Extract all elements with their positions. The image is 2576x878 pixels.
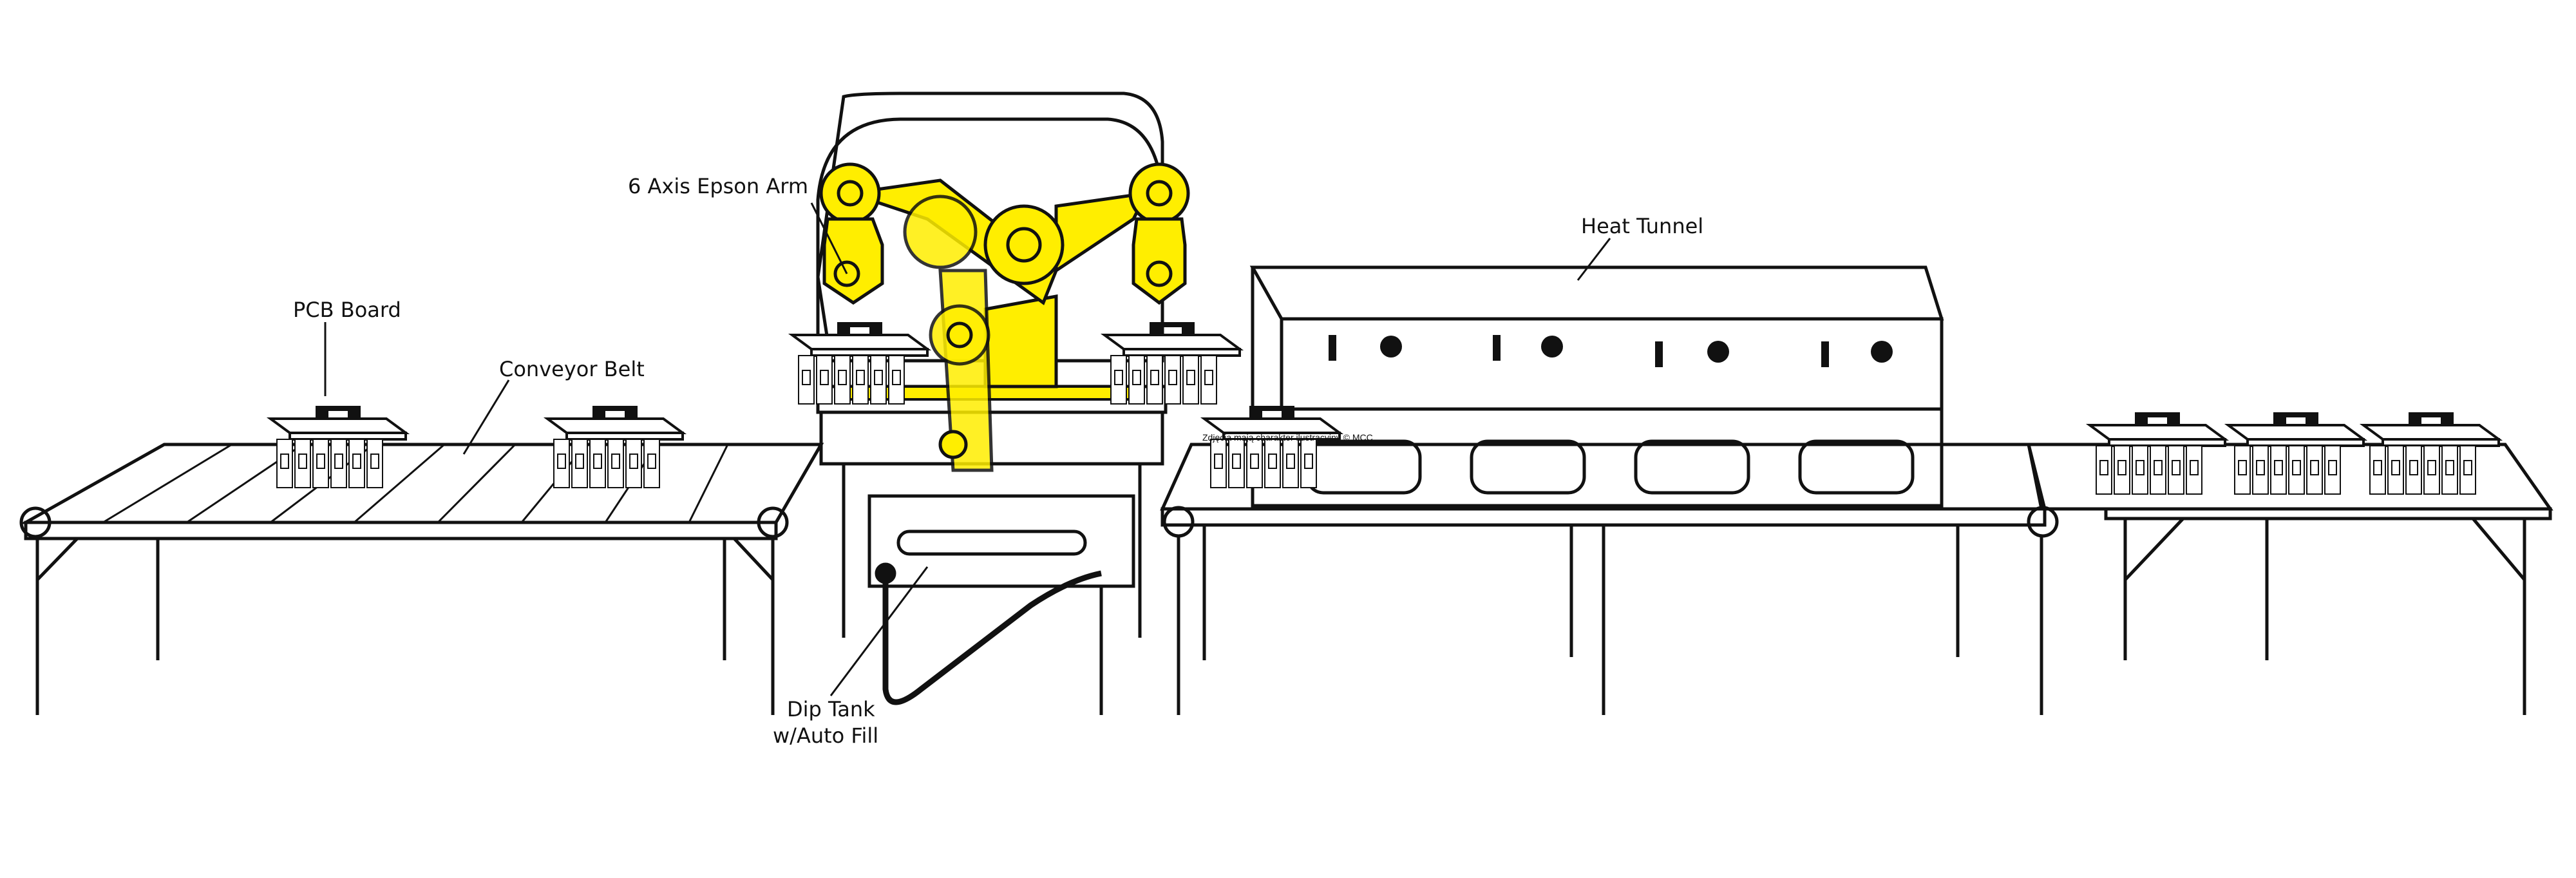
label-robot-arm: 6 Axis Epson Arm xyxy=(628,174,808,198)
image-caption: Zdjęcia mają charakter ilustracyjny © MC… xyxy=(1202,432,1373,443)
roller-icon xyxy=(2027,506,2059,538)
dip-tank xyxy=(842,464,1142,715)
pcb-board xyxy=(1203,405,1341,489)
label-heat-tunnel: Heat Tunnel xyxy=(1581,214,1703,238)
heat-tunnel: Zdjęcia mają charakter ilustracyjny © MC… xyxy=(1160,265,2059,715)
roller-icon xyxy=(1162,506,1195,538)
pcb-board xyxy=(2088,411,2226,495)
roller-icon xyxy=(757,506,789,539)
pcb-board xyxy=(1103,321,1241,405)
label-pcb-board: PCB Board xyxy=(293,298,401,322)
robot-cell xyxy=(791,91,1241,715)
robot-arm xyxy=(819,162,1190,472)
label-dip-tank: Dip Tank xyxy=(787,697,875,721)
roller-icon xyxy=(19,506,52,539)
pcb-board xyxy=(546,405,684,489)
pcb-board xyxy=(2227,411,2365,495)
label-auto-fill: w/Auto Fill xyxy=(773,723,878,748)
label-conveyor-belt: Conveyor Belt xyxy=(499,357,645,381)
left-conveyor-belt xyxy=(19,405,824,715)
pcb-board xyxy=(2362,411,2500,495)
pcb-board xyxy=(269,405,407,489)
output-table xyxy=(2026,411,2553,715)
